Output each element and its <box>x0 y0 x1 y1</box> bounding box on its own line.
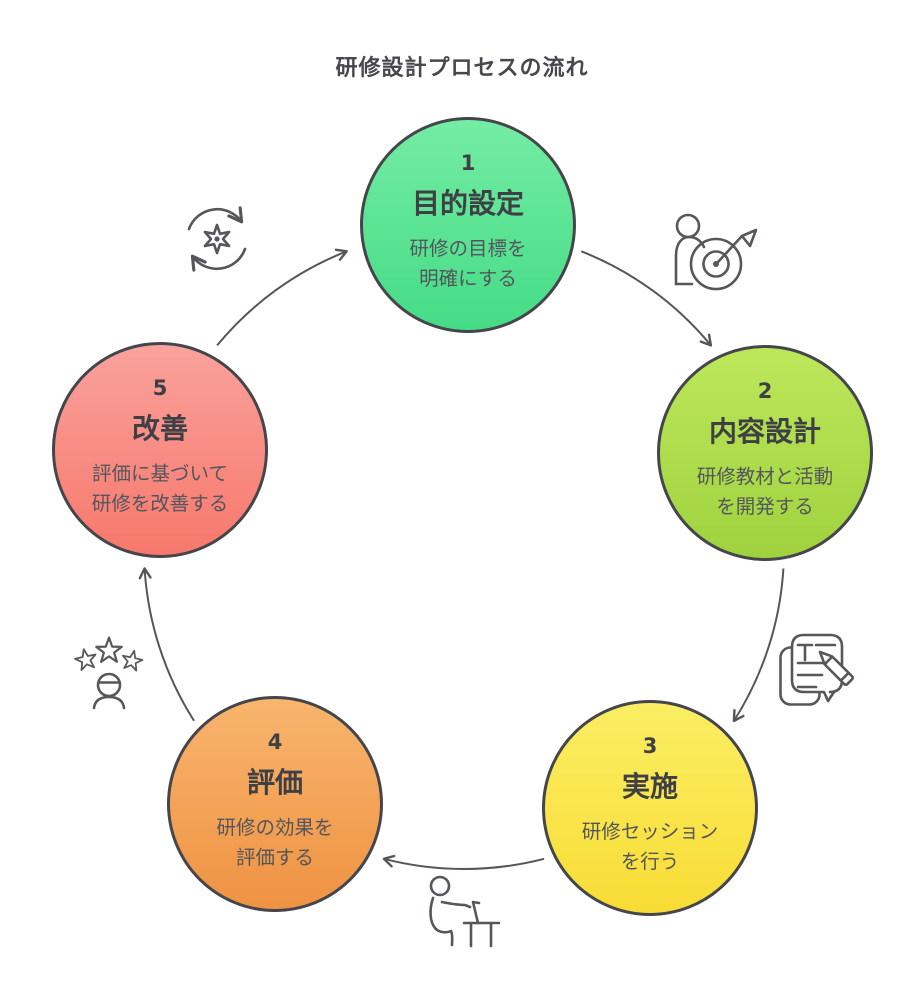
flow-arrow-3-4 <box>382 854 545 870</box>
diagram-title: 研修設計プロセスの流れ <box>335 56 589 81</box>
flow-arrow-1-2 <box>580 250 713 347</box>
step-description-line2: 研修を改善する <box>91 491 229 515</box>
step-label: 改善 <box>131 412 188 446</box>
step-circle-5: 5 改善 評価に基づいて 研修を改善する <box>52 342 268 558</box>
person-stars-rating-icon <box>72 636 145 710</box>
step-circle-3: 3 実施 研修セッション を行う <box>542 700 758 916</box>
flow-arrow-5-1 <box>216 248 348 347</box>
step-description: 研修の効果を 評価する <box>216 813 333 872</box>
step-circle-4: 4 評価 研修の効果を 評価する <box>167 696 383 912</box>
step-description-line2: 明確にする <box>419 266 517 290</box>
step-number: 5 <box>152 376 168 401</box>
step-circle-1: 1 目的設定 研修の目標を 明確にする <box>360 117 576 333</box>
step-circle-2: 2 内容設計 研修教材と活動 を開発する <box>657 345 873 561</box>
step-number: 2 <box>757 379 773 404</box>
step-description-line1: 評価に基づいて <box>92 462 228 486</box>
step-number: 4 <box>267 730 283 755</box>
step-description: 研修教材と活動 を開発する <box>697 462 834 521</box>
flow-arrow-2-3 <box>732 568 785 723</box>
step-label: 実施 <box>621 770 678 804</box>
person-target-goal-icon <box>674 213 758 291</box>
step-description-line1: 研修の効果を <box>216 816 334 840</box>
step-description-line2: を開発する <box>716 494 814 518</box>
step-description-line1: 研修教材と活動 <box>696 465 834 489</box>
step-description-line1: 研修セッション <box>581 820 719 844</box>
step-number: 3 <box>642 734 658 759</box>
step-description-line1: 研修の目標を <box>409 237 527 261</box>
step-description: 評価に基づいて 研修を改善する <box>92 459 229 518</box>
step-description-line2: を行う <box>620 849 680 873</box>
step-description-line2: 評価する <box>235 845 314 869</box>
step-label: 目的設定 <box>411 187 524 221</box>
flow-arrow-4-5 <box>138 567 195 722</box>
document-pencil-edit-icon <box>779 633 855 706</box>
gear-refresh-improve-icon <box>187 206 247 272</box>
step-label: 内容設計 <box>708 415 821 449</box>
step-description: 研修の目標を 明確にする <box>409 234 526 293</box>
step-number: 1 <box>460 151 476 176</box>
step-description: 研修セッション を行う <box>582 817 719 876</box>
person-at-desk-icon <box>429 875 501 948</box>
step-label: 評価 <box>246 766 303 800</box>
